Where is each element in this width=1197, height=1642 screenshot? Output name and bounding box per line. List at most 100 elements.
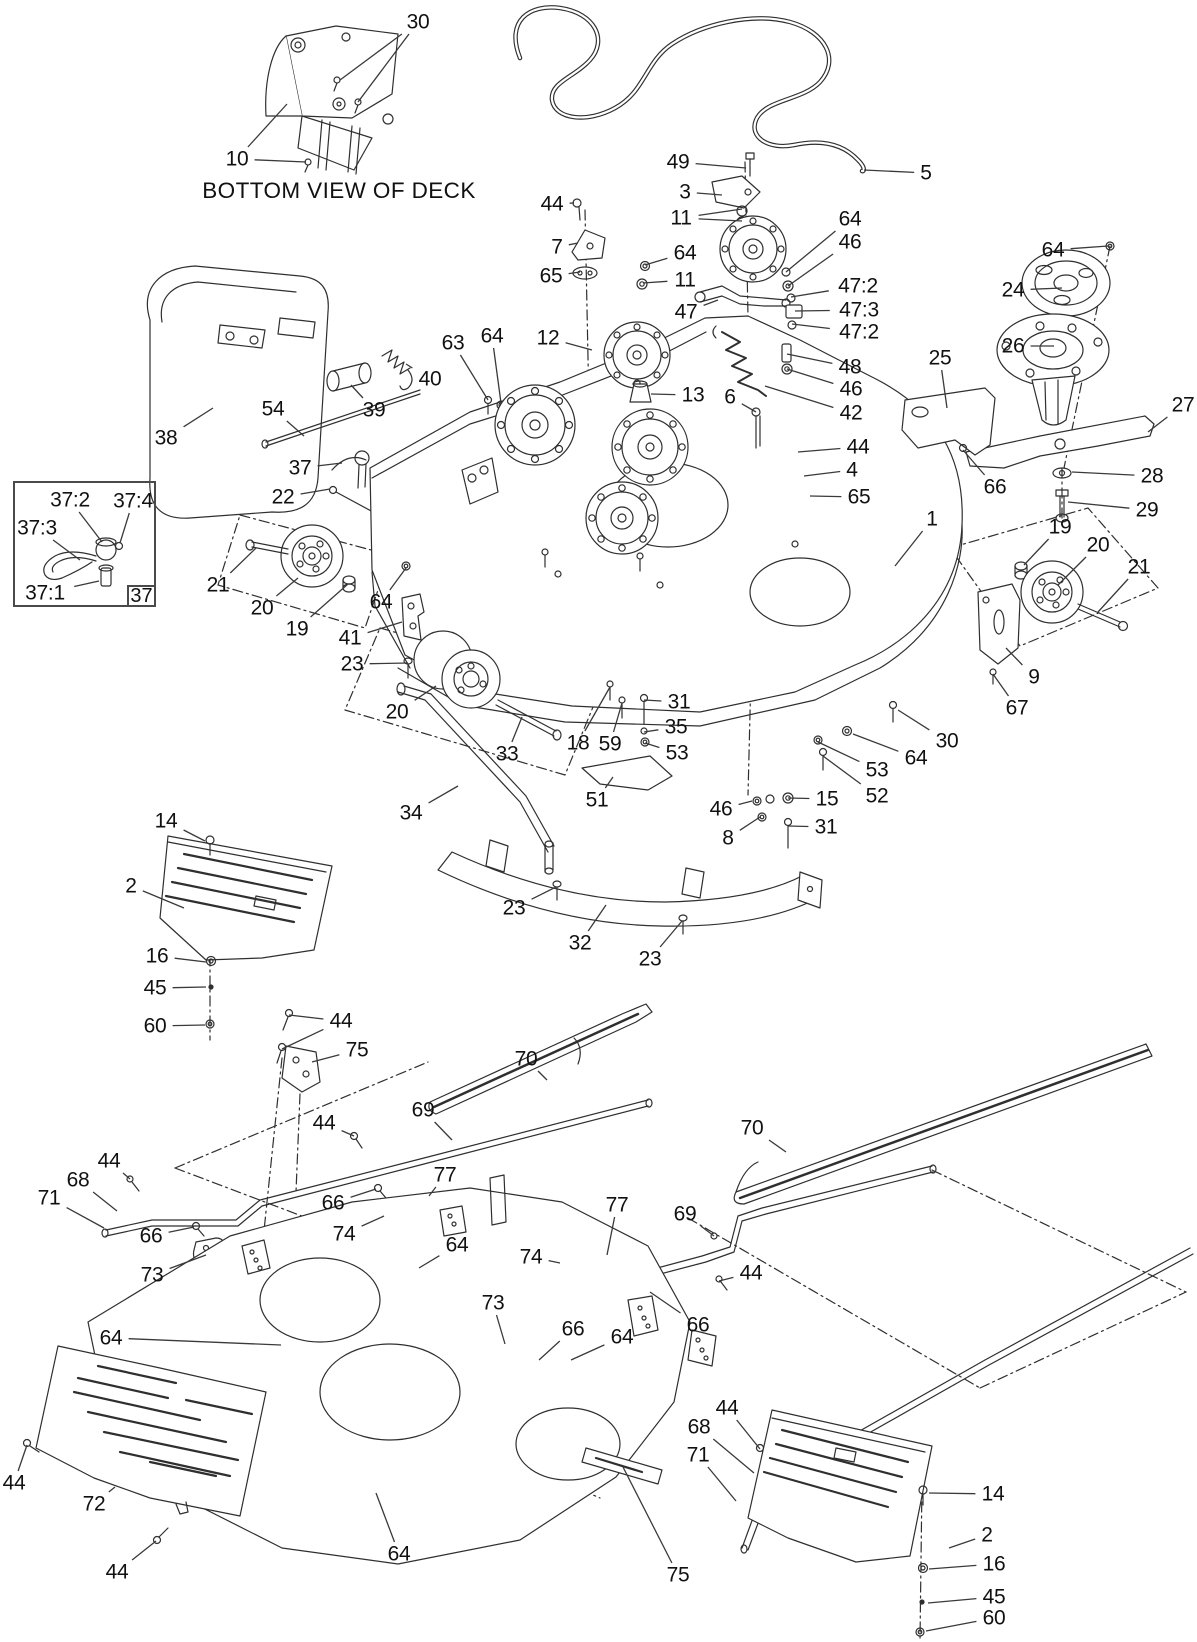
part-label-8: 8 xyxy=(722,826,734,850)
part-label-23: 23 xyxy=(340,652,364,676)
discharge-chute xyxy=(146,265,329,519)
part-label-73: 73 xyxy=(140,1263,164,1287)
leader-line xyxy=(736,1419,761,1450)
part-label-38: 38 xyxy=(154,426,178,450)
part-label-27: 27 xyxy=(1171,393,1195,417)
part-label-19: 19 xyxy=(1048,515,1072,539)
leader-line xyxy=(254,159,307,163)
leader-line xyxy=(414,685,437,701)
part-label-22: 22 xyxy=(271,485,295,509)
leader-line xyxy=(1067,501,1130,509)
part-label-68: 68 xyxy=(687,1415,711,1439)
part-label-10: 10 xyxy=(225,147,249,171)
leader-line xyxy=(948,1538,976,1549)
leader-line xyxy=(92,1191,118,1212)
leader-line xyxy=(703,299,719,307)
part-label-70: 70 xyxy=(740,1116,764,1140)
leader-line xyxy=(568,271,581,275)
inset-box-37-corner-label: 37 xyxy=(127,585,156,607)
shield-left xyxy=(159,835,333,1093)
leader-line xyxy=(587,904,607,932)
leader-line xyxy=(74,580,100,588)
leader-line xyxy=(511,716,523,743)
leader-line xyxy=(568,242,579,246)
leader-line xyxy=(434,1121,453,1141)
leader-line xyxy=(492,347,502,404)
part-label-44: 44 xyxy=(846,435,870,459)
part-label-46: 46 xyxy=(838,230,862,254)
leader-line xyxy=(649,1291,681,1314)
leader-line xyxy=(612,702,623,733)
part-label-23: 23 xyxy=(638,947,662,971)
leader-line xyxy=(428,1186,437,1197)
leader-line xyxy=(1057,556,1087,586)
leader-line xyxy=(389,567,407,591)
leader-line xyxy=(142,890,185,909)
part-label-34: 34 xyxy=(399,801,423,825)
leader-line xyxy=(172,1024,206,1027)
part-label-35: 35 xyxy=(664,715,688,739)
part-label-44: 44 xyxy=(2,1471,26,1495)
part-label-37-4: 37:4 xyxy=(113,489,153,513)
leader-line xyxy=(698,218,743,222)
leader-line xyxy=(794,309,830,312)
part-label-18: 18 xyxy=(566,731,590,755)
part-label-60: 60 xyxy=(143,1014,167,1038)
part-label-11: 11 xyxy=(674,268,696,292)
leader-line xyxy=(311,1054,340,1063)
part-label-49: 49 xyxy=(666,150,690,174)
part-label-24: 24 xyxy=(1001,278,1025,302)
leader-line xyxy=(787,825,809,828)
leader-line xyxy=(786,368,834,385)
leader-line xyxy=(606,1216,616,1256)
leader-line xyxy=(809,495,842,498)
part-label-48: 48 xyxy=(838,355,862,379)
leader-line xyxy=(317,462,343,467)
part-label-31: 31 xyxy=(667,690,691,714)
leader-line xyxy=(537,1070,548,1081)
part-label-9: 9 xyxy=(1028,665,1040,689)
leader-line xyxy=(286,420,305,437)
diagram-title: BOTTOM VIEW OF DECK xyxy=(202,178,476,203)
leader-line xyxy=(548,1259,561,1264)
leader-line xyxy=(992,673,1010,697)
leader-line xyxy=(644,257,668,266)
leader-line xyxy=(350,1188,377,1198)
part-label-65: 65 xyxy=(539,264,563,288)
leader-line xyxy=(962,449,986,476)
part-label-66: 66 xyxy=(561,1317,585,1341)
leader-line xyxy=(584,686,611,732)
part-label-1: 1 xyxy=(926,507,938,531)
part-label-20: 20 xyxy=(1086,533,1110,557)
part-label-5: 5 xyxy=(920,161,932,185)
leader-line xyxy=(183,829,206,842)
part-label-47: 47 xyxy=(674,300,698,324)
part-label-37-1: 37:1 xyxy=(25,581,65,605)
leader-line xyxy=(128,1338,282,1346)
leader-line xyxy=(718,1276,734,1282)
part-label-77: 77 xyxy=(433,1163,457,1187)
leader-line xyxy=(108,1486,116,1493)
leader-line xyxy=(897,709,930,731)
part-label-44: 44 xyxy=(97,1149,121,1173)
part-label-29: 29 xyxy=(1135,498,1159,522)
leader-line xyxy=(852,733,899,752)
leader-line xyxy=(803,470,841,477)
footrest xyxy=(35,1345,267,1545)
idler-pulleys xyxy=(571,152,787,403)
part-label-11: 11 xyxy=(670,206,692,230)
part-label-25: 25 xyxy=(928,346,952,370)
leader-line xyxy=(604,776,614,789)
drain-kit-inset xyxy=(43,537,124,587)
part-label-21: 21 xyxy=(1127,555,1151,579)
part-label-64: 64 xyxy=(610,1325,634,1349)
part-label-77: 77 xyxy=(605,1193,629,1217)
leader-line xyxy=(565,342,593,351)
part-label-67: 67 xyxy=(1005,696,1029,720)
leader-line xyxy=(696,192,723,196)
part-label-64: 64 xyxy=(369,590,393,614)
part-label-12: 12 xyxy=(536,326,560,350)
